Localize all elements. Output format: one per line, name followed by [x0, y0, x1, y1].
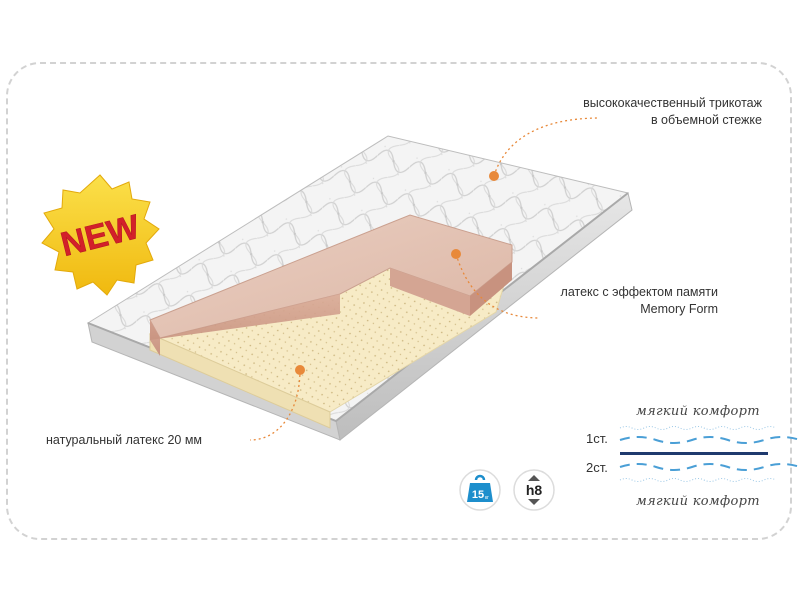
latex-dot: [295, 365, 305, 375]
cover-callout-line1: высококачественный трикотаж: [583, 96, 762, 110]
height-value: h8: [526, 482, 543, 498]
layer2-wave-dotted: [619, 478, 777, 482]
weight-icon: 15 кг: [459, 469, 501, 511]
cover-dot: [489, 171, 499, 181]
layer1-wave-dotted: [619, 426, 777, 430]
latex-callout-text: натуральный латекс 20 мм: [46, 433, 203, 447]
latex-callout: натуральный латекс 20 мм: [46, 432, 202, 449]
memory-dot: [451, 249, 461, 259]
content-frame: [6, 62, 792, 540]
scheme-top-label: мягкий комфорт: [636, 404, 760, 419]
scheme-bottom-label: мягкий комфорт: [636, 494, 760, 509]
height-icon: h8: [513, 469, 555, 511]
layer1-wave-dashed: [619, 436, 800, 444]
scheme-side-label-2: 2ст.: [586, 460, 608, 475]
new-badge: NEW: [41, 174, 160, 296]
memory-leader: [455, 253, 541, 319]
weight-value: 15: [472, 489, 484, 501]
memory-callout-line1: латекс с эффектом памяти: [560, 285, 718, 299]
latex-leader: [249, 369, 301, 441]
weight-unit: кг: [485, 495, 489, 501]
scheme-side-label-1: 1ст.: [586, 431, 608, 446]
cover-leader: [493, 117, 601, 177]
cover-callout: высококачественный трикотаж в объемной с…: [502, 95, 762, 129]
callout-dots: [295, 171, 499, 375]
cover-callout-line2: в объемной стежке: [650, 113, 762, 127]
layer-scheme: [619, 426, 800, 482]
memory-callout-line2: Memory Form: [640, 302, 718, 316]
memory-callout: латекс с эффектом памяти Memory Form: [488, 284, 718, 318]
callout-lines: [249, 117, 601, 441]
core-line: [620, 452, 768, 455]
layer2-wave-dashed: [619, 463, 800, 471]
memory-foam-layer: [149, 214, 513, 356]
